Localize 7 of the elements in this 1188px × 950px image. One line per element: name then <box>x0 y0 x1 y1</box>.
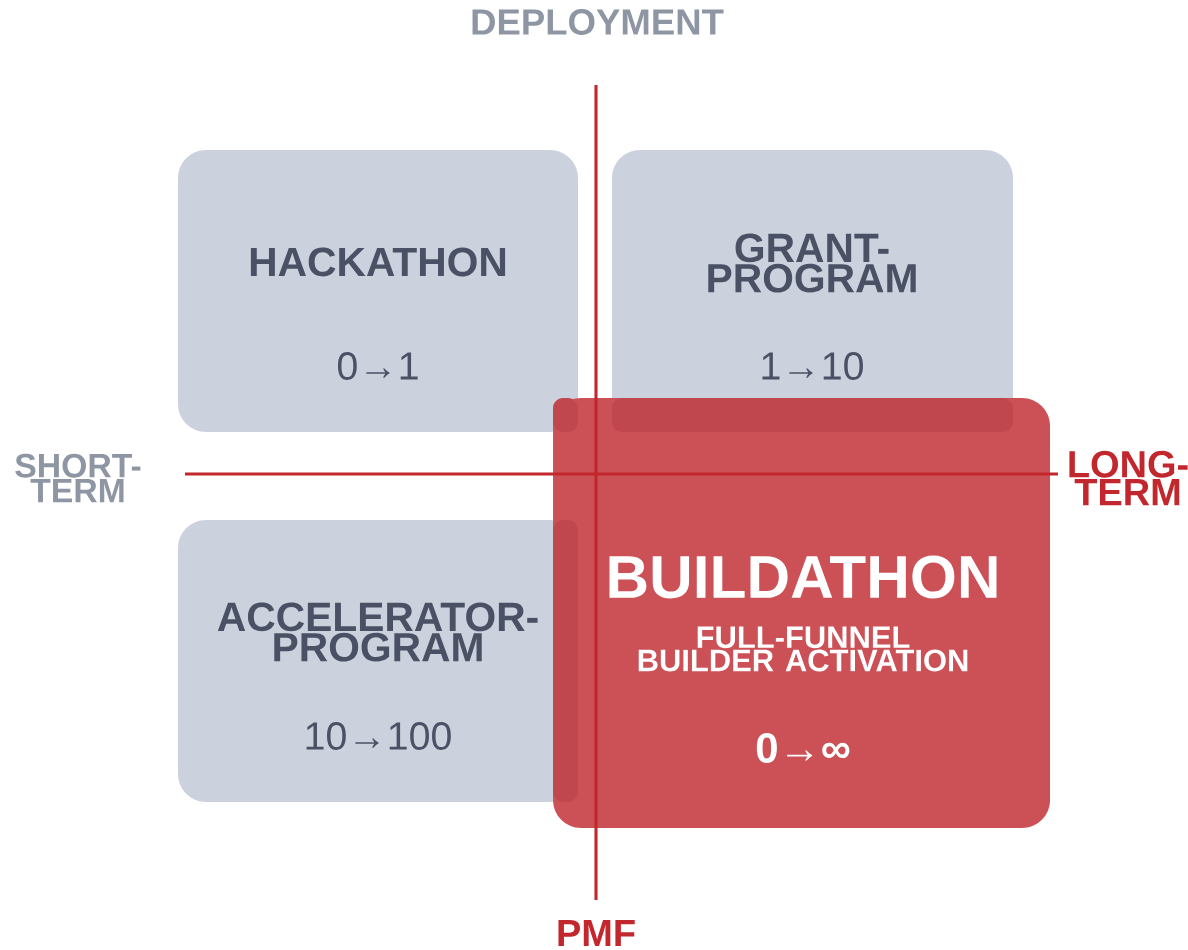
axis-label: DEPLOYMENT <box>472 9 724 35</box>
axis-label: PMF <box>558 919 635 947</box>
program-card: HACKATHON 0→1 <box>178 150 578 432</box>
axis-label: LONG- TERM <box>1069 450 1188 506</box>
axis-label: SHORT- TERM <box>15 453 141 503</box>
program-card: ACCELERATOR- PROGRAM 10→100 <box>178 520 578 802</box>
highlight-card: BUILDATHON FULL-FUNNEL BUILDER ACTIVATION 0→∞ <box>553 398 1051 828</box>
